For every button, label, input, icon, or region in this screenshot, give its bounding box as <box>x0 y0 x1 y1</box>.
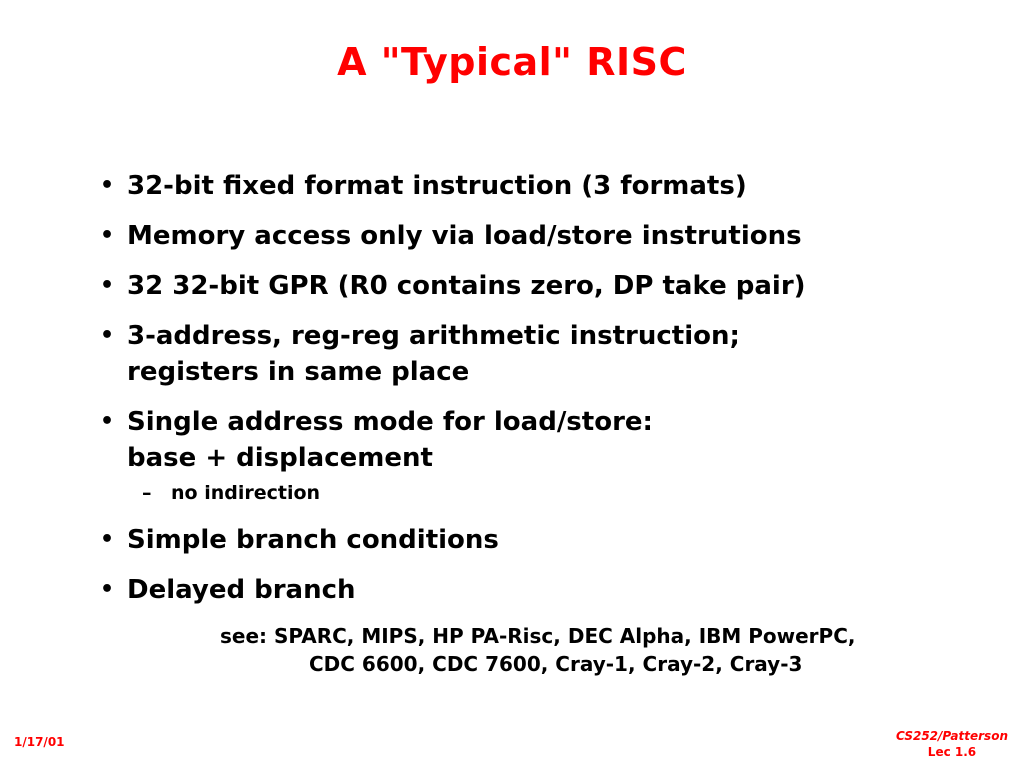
see-also-line-2: CDC 6600, CDC 7600, Cray-1, Cray-2, Cray… <box>309 652 803 676</box>
bullet-text: 32-bit fixed format instruction (3 forma… <box>127 171 747 201</box>
bullet-item: • Simple branch conditions <box>100 522 980 558</box>
sub-bullet-text: no indirection <box>171 482 321 504</box>
bullet-text: Simple branch conditions <box>127 525 499 555</box>
bullet-text: Single address mode for load/store: <box>127 407 653 437</box>
bullet-item: • Single address mode for load/store: ba… <box>100 404 980 476</box>
bullet-item: • 32 32-bit GPR (R0 contains zero, DP ta… <box>100 268 980 304</box>
sub-bullet-marker: – <box>142 482 152 504</box>
bullet-text: Delayed branch <box>127 575 356 605</box>
footer-course: CS252/Patterson <box>895 729 1008 743</box>
bullet-marker: • <box>100 173 115 198</box>
bullet-marker: • <box>100 223 115 248</box>
bullet-marker: • <box>100 527 115 552</box>
bullet-item: • Delayed branch <box>100 572 980 608</box>
bullet-text: 32 32-bit GPR (R0 contains zero, DP take… <box>127 271 806 301</box>
see-also-note: see: SPARC, MIPS, HP PA-Risc, DEC Alpha,… <box>220 622 1000 678</box>
bullet-list: • 32-bit fixed format instruction (3 for… <box>100 168 980 622</box>
footer-date: 1/17/01 <box>14 735 65 749</box>
bullet-text: 3-address, reg-reg arithmetic instructio… <box>127 321 740 351</box>
footer-lecture: Lec 1.6 <box>927 745 977 759</box>
sub-bullet-item: – no indirection <box>100 480 980 506</box>
bullet-item: • Memory access only via load/store inst… <box>100 218 980 254</box>
bullet-item: • 3-address, reg-reg arithmetic instruct… <box>100 318 980 390</box>
see-also-line-1: see: SPARC, MIPS, HP PA-Risc, DEC Alpha,… <box>220 624 856 648</box>
bullet-text: Memory access only via load/store instru… <box>127 221 802 251</box>
bullet-marker: • <box>100 577 115 602</box>
bullet-text-continued: base + displacement <box>127 443 433 473</box>
bullet-marker: • <box>100 273 115 298</box>
bullet-text-continued: registers in same place <box>127 357 470 387</box>
bullet-marker: • <box>100 323 115 348</box>
bullet-item: • 32-bit fixed format instruction (3 for… <box>100 168 980 204</box>
bullet-marker: • <box>100 409 115 434</box>
footer-course-info: CS252/Patterson Lec 1.6 <box>896 728 1008 760</box>
slide-title: A "Typical" RISC <box>337 40 687 84</box>
